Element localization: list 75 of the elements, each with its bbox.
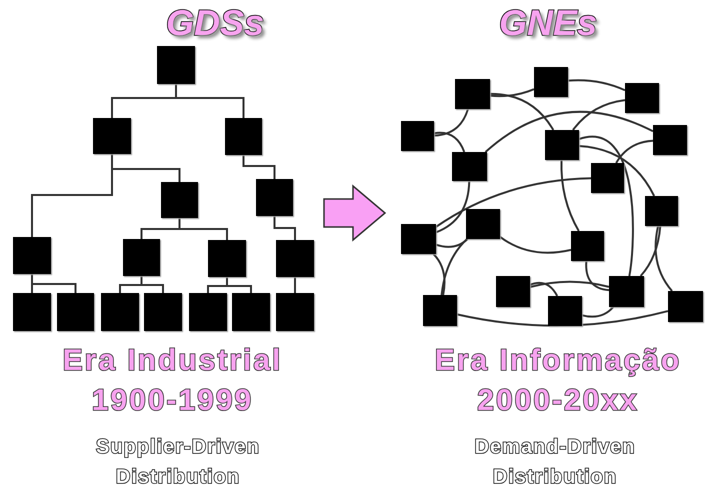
connector-line xyxy=(436,238,468,248)
node-box xyxy=(645,196,678,226)
node-box xyxy=(455,79,490,109)
connector-line xyxy=(530,282,558,296)
node-box xyxy=(401,121,434,151)
connector-line xyxy=(434,132,466,152)
connector-line xyxy=(31,274,76,293)
node-box xyxy=(452,152,487,181)
connector-line xyxy=(582,306,614,318)
era-label: 1900-1999 xyxy=(90,383,254,419)
connector-line xyxy=(560,160,580,232)
node-box xyxy=(653,125,687,155)
connector-line xyxy=(140,276,164,293)
connector-line xyxy=(490,88,534,98)
connector-line xyxy=(242,155,276,179)
connector-line xyxy=(294,277,296,293)
block-arrow xyxy=(323,184,386,242)
node-box xyxy=(401,224,436,254)
connector-line xyxy=(568,79,626,92)
title-text: GNEs xyxy=(498,2,598,44)
node-box xyxy=(189,293,227,331)
connector-line xyxy=(654,226,673,292)
connector-line xyxy=(274,216,296,240)
title-text: GDSs xyxy=(164,2,266,44)
connector-line xyxy=(440,238,468,296)
node-box xyxy=(276,293,314,331)
connector-line xyxy=(434,108,469,137)
node-box xyxy=(545,130,579,160)
connector-line xyxy=(456,310,668,327)
connector-line xyxy=(578,144,656,196)
node-box xyxy=(256,179,293,216)
era-label: 2000-20xx xyxy=(476,383,640,419)
node-box xyxy=(123,239,160,276)
node-box xyxy=(161,182,198,218)
node-box xyxy=(496,276,530,307)
node-box xyxy=(232,293,270,331)
connector-line xyxy=(178,218,228,240)
connector-line xyxy=(436,180,470,234)
connector-line xyxy=(530,280,610,288)
connector-line xyxy=(490,92,554,131)
node-box xyxy=(13,293,51,331)
connector-line xyxy=(226,277,252,293)
connector-line xyxy=(484,110,654,153)
connector-line xyxy=(432,253,446,296)
connector-line xyxy=(435,177,592,228)
connector-line xyxy=(585,260,610,292)
connector-line xyxy=(578,136,634,276)
era-label: Era Informação xyxy=(434,343,682,379)
node-box xyxy=(423,295,457,326)
node-box xyxy=(57,293,94,331)
node-box xyxy=(208,240,246,277)
node-box xyxy=(225,118,262,155)
node-box xyxy=(93,118,131,154)
node-box xyxy=(534,67,568,97)
connector-line xyxy=(499,236,572,254)
node-box xyxy=(276,240,314,277)
node-box xyxy=(157,46,195,84)
node-box xyxy=(609,276,644,307)
node-box xyxy=(13,237,51,274)
caption-text: Demand-Driven Distribution xyxy=(474,435,636,490)
node-box xyxy=(591,163,624,193)
node-box xyxy=(101,293,139,331)
node-box xyxy=(548,296,582,326)
caption-text: Supplier-Driven Distribution xyxy=(94,435,261,490)
node-box xyxy=(668,291,703,322)
connector-line xyxy=(615,140,654,164)
node-box xyxy=(625,83,659,113)
node-box xyxy=(144,293,182,331)
node-box xyxy=(571,231,604,261)
connector-line xyxy=(640,226,662,277)
connector-line xyxy=(572,99,626,131)
connector-line xyxy=(175,84,244,118)
era-label: Era Industrial xyxy=(62,343,284,379)
node-box xyxy=(466,209,500,239)
connector-line xyxy=(31,154,113,237)
